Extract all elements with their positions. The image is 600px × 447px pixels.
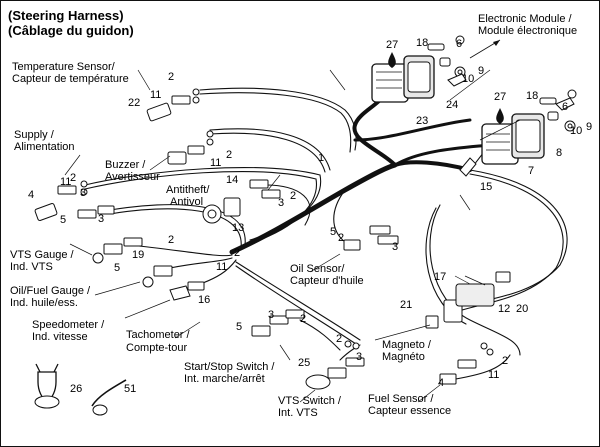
part-number-11: 11 [488, 369, 499, 381]
part-number-24: 24 [446, 99, 458, 111]
leader-lines [64, 69, 521, 403]
part-number-11: 11 [60, 176, 71, 188]
part-number-16: 16 [198, 294, 210, 306]
part-number-11: 11 [210, 157, 221, 169]
part-number-6: 6 [456, 38, 462, 50]
part-number-4: 4 [438, 377, 444, 389]
tacho-label-fr: Compte-tour [126, 342, 187, 354]
part-number-3: 3 [268, 309, 274, 321]
part-number-2: 2 [168, 234, 174, 246]
speedo-label-en: Speedometer / [32, 319, 105, 331]
oil-gauge-label-en: Oil/Fuel Gauge / [10, 285, 91, 297]
part-number-3: 3 [98, 213, 104, 225]
magneto-label-fr: Magnéto [382, 351, 425, 363]
part-number-26: 26 [70, 383, 82, 395]
part-number-1: 1 [318, 152, 324, 164]
connectors [34, 88, 511, 416]
part-number-6: 6 [562, 101, 568, 113]
buzzer-label-en: Buzzer / [105, 159, 146, 171]
ecm-label-en: Electronic Module / [478, 13, 572, 25]
part-number-20: 20 [516, 303, 528, 315]
temp-sensor-label-fr: Capteur de température [12, 73, 129, 85]
part-number-11: 11 [150, 89, 161, 101]
electronic-module-upper [371, 55, 435, 103]
vts-switch-label-en: VTS Switch / [278, 395, 342, 407]
antitheft-label-fr: Antivol [170, 196, 203, 208]
part-number-10: 10 [570, 125, 582, 137]
supply-label-en: Supply / [14, 129, 55, 141]
hardware-parts [427, 35, 577, 132]
fuel-sensor-label-fr: Capteur essence [368, 405, 451, 417]
part-number-9: 9 [478, 65, 484, 77]
part-number-21: 21 [400, 299, 412, 311]
part-number-18: 18 [416, 37, 428, 49]
part-number-23: 23 [416, 115, 428, 127]
component-labels: Temperature Sensor/ Capteur de températu… [10, 13, 577, 419]
part-number-17: 17 [434, 271, 446, 283]
part-number-9: 9 [586, 121, 592, 133]
part-number-7: 7 [528, 165, 534, 177]
speedo-label-fr: Ind. vitesse [32, 331, 88, 343]
fuel-sensor-label-en: Fuel Sensor / [368, 393, 434, 405]
part-number-4: 4 [28, 189, 34, 201]
vts-gauge-label-en: VTS Gauge / [10, 249, 75, 261]
part-number-5: 5 [114, 262, 120, 274]
temp-sensor-label-en: Temperature Sensor/ [12, 61, 116, 73]
start-stop-label-fr: Int. marche/arrêt [184, 373, 265, 385]
part-number-2: 2 [502, 355, 508, 367]
oil-sensor-label-fr: Capteur d'huile [290, 275, 364, 287]
part-number-15: 15 [480, 181, 492, 193]
start-stop-label-en: Start/Stop Switch / [184, 361, 275, 373]
part-number-2: 2 [300, 313, 306, 325]
part-number-2: 2 [168, 71, 174, 83]
ecm-arrow-head-icon [493, 40, 500, 46]
part-number-8: 8 [556, 147, 562, 159]
vts-gauge-label-fr: Ind. VTS [10, 261, 53, 273]
part-number-18: 18 [526, 90, 538, 102]
part-number-10: 10 [462, 73, 474, 85]
supply-label-fr: Alimentation [14, 141, 75, 153]
title-line-1: (Steering Harness) [8, 8, 124, 23]
part-number-5: 5 [330, 226, 336, 238]
part-numbers: 1 2 2 2 2 2 2 2 2 2 2 3 3 3 3 3 3 4 4 5 … [28, 37, 592, 395]
magneto-label-en: Magneto / [382, 339, 432, 351]
title-line-2: (Câblage du guidon) [8, 23, 134, 38]
part-number-5: 5 [60, 214, 66, 226]
antitheft-label-en: Antitheft/ [166, 184, 210, 196]
grease-drop-icon [388, 52, 396, 68]
part-number-27: 27 [494, 91, 506, 103]
main-harness [229, 98, 492, 255]
grease-drop-icon [496, 108, 504, 124]
ecm-label-fr: Module électronique [478, 25, 577, 37]
part-number-51: 51 [124, 383, 136, 395]
electronic-module-lower [481, 113, 545, 165]
part-number-2: 2 [336, 333, 342, 345]
part-number-2: 2 [290, 190, 296, 202]
part-number-3: 3 [356, 351, 362, 363]
part-number-3: 3 [278, 197, 284, 209]
part-number-3: 3 [80, 187, 86, 199]
part-number-2: 2 [70, 172, 76, 184]
part-number-11: 11 [216, 261, 227, 273]
tacho-label-en: Tachometer / [126, 329, 191, 341]
oil-sensor-label-en: Oil Sensor/ [290, 263, 345, 275]
part-number-12: 12 [498, 303, 510, 315]
part-number-25: 25 [298, 357, 310, 369]
part-number-2: 2 [338, 232, 344, 244]
part-number-2: 2 [234, 247, 240, 259]
part-number-5: 5 [236, 321, 242, 333]
buzzer-label-fr: Avertisseur [105, 171, 160, 183]
part-number-13: 13 [232, 222, 244, 234]
oil-gauge-label-fr: Ind. huile/ess. [10, 297, 78, 309]
part-number-19: 19 [132, 249, 144, 261]
vts-switch-label-fr: Int. VTS [278, 407, 318, 419]
part-number-27: 27 [386, 39, 398, 51]
part-number-22: 22 [128, 97, 140, 109]
part-number-14: 14 [226, 174, 238, 186]
part-number-2: 2 [226, 149, 232, 161]
part-number-3: 3 [392, 241, 398, 253]
